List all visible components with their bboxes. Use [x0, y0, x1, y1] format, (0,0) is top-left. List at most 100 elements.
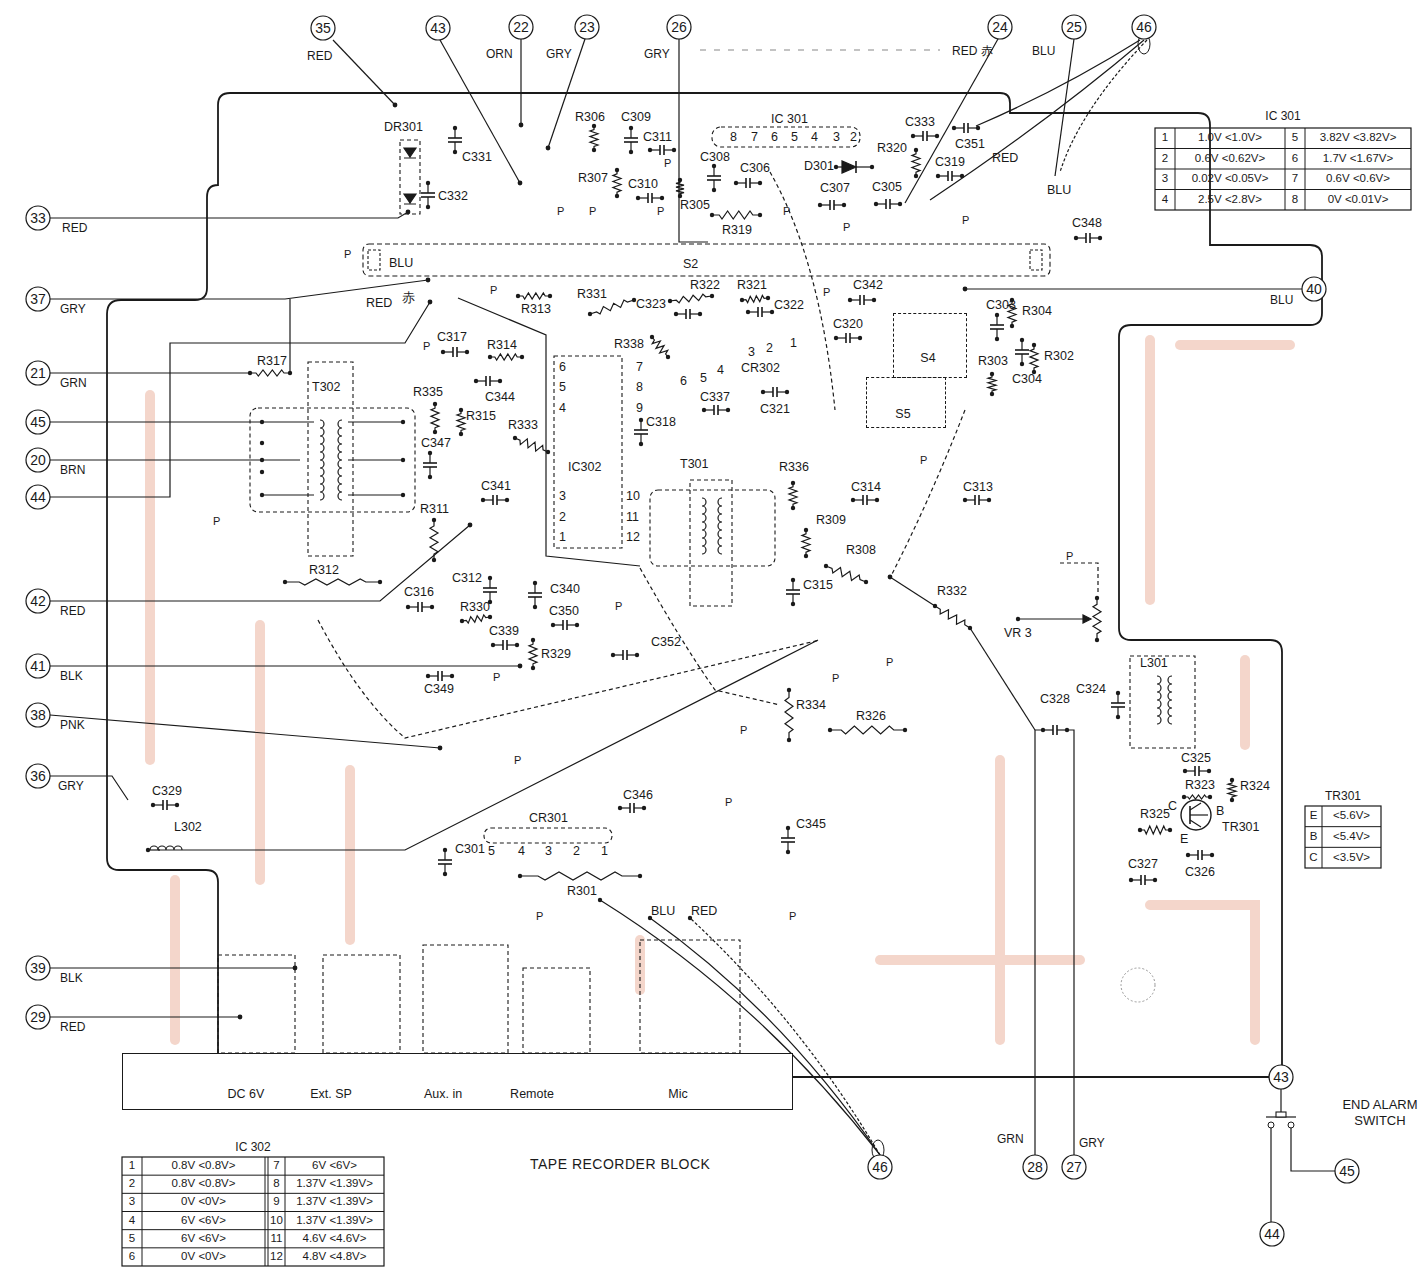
leader-line — [50, 665, 520, 666]
component-label: VR 3 — [1004, 627, 1032, 640]
solder-pad — [453, 126, 457, 130]
resistor-symbol — [430, 520, 438, 560]
table-rule — [1322, 806, 1323, 868]
solder-pad — [441, 350, 445, 354]
solder-pad — [903, 728, 907, 732]
resistor-symbol — [676, 180, 684, 196]
capacitor-symbol — [485, 376, 487, 386]
solder-pad — [987, 498, 991, 502]
resistor-symbol — [712, 211, 760, 219]
solder-pad — [818, 203, 822, 207]
component-label: IC 301 — [771, 113, 808, 126]
capacitor-symbol — [713, 405, 715, 415]
solder-pad — [474, 379, 478, 383]
solder-pad — [516, 294, 520, 298]
solder-pad — [629, 126, 633, 130]
capacitor-symbol — [689, 309, 691, 319]
table-cell: 0V <0V> — [181, 1251, 226, 1263]
component-label: T302 — [312, 381, 341, 394]
component-label: 6 — [559, 361, 566, 374]
component-label: C332 — [438, 190, 468, 203]
callout-circle — [26, 485, 50, 509]
solder-pad — [834, 165, 838, 169]
solder-pad — [260, 470, 264, 474]
wire-color-label: BLK — [60, 972, 83, 984]
wire-color-label: ORN — [486, 48, 513, 60]
component-label: C322 — [774, 299, 804, 312]
transformer-outline — [690, 480, 732, 606]
component-label: CR301 — [529, 812, 568, 825]
solder-pad — [432, 558, 436, 562]
solder-pad — [518, 181, 523, 186]
solder-pad — [858, 336, 862, 340]
component-label: R306 — [575, 111, 605, 124]
table-cell: 4 — [129, 1215, 135, 1227]
table-cell: 0.6V <0.6V> — [1326, 174, 1390, 186]
component-label: C321 — [760, 403, 790, 416]
solder-pad — [283, 580, 287, 584]
wire — [348, 421, 403, 422]
resistor-symbol — [935, 606, 970, 628]
solder-pad — [548, 294, 552, 298]
component-label: 3 — [545, 845, 552, 858]
solder-pad — [632, 298, 636, 302]
switch-contact — [1268, 1122, 1274, 1128]
component-label: C315 — [803, 579, 833, 592]
resistor-symbol — [515, 438, 548, 452]
component-label: R321 — [737, 279, 767, 292]
capacitor-symbol — [707, 179, 721, 181]
component-label: RED — [992, 152, 1018, 165]
switch-outline — [363, 244, 1050, 276]
wire-color-label: RED — [60, 605, 85, 617]
component-label: C326 — [1185, 866, 1215, 879]
solder-pad — [531, 638, 535, 642]
component-label: CR302 — [741, 362, 780, 375]
component-label: 11 — [626, 511, 639, 524]
leader-line — [1280, 1089, 1281, 1114]
resistor-symbol — [742, 295, 768, 302]
solder-pad — [588, 312, 592, 316]
capacitor-symbol — [1015, 353, 1029, 355]
solder-pad — [428, 300, 433, 305]
table-cell: 2.5V <2.8V> — [1198, 194, 1262, 206]
solder-pad — [666, 355, 670, 359]
solder-pad — [995, 337, 999, 341]
component-label: 1 — [601, 845, 608, 858]
component-label: R331 — [577, 288, 607, 301]
callout-circle — [26, 287, 50, 311]
solder-pad — [650, 335, 654, 339]
component-label: C319 — [935, 156, 965, 169]
capacitor-symbol — [417, 602, 419, 612]
table-cell: TR301 — [1325, 790, 1361, 802]
capacitor-symbol — [629, 803, 631, 813]
solder-pad — [629, 150, 633, 154]
capacitor-symbol — [633, 803, 635, 813]
component-label: R332 — [937, 585, 967, 598]
capacitor-symbol — [452, 347, 454, 357]
capacitor-symbol — [659, 145, 661, 155]
resistor-symbol — [529, 640, 537, 668]
wire-color-label: PNK — [60, 719, 85, 731]
resistor-symbol — [912, 150, 920, 176]
capacitor-symbol — [622, 650, 624, 660]
wire-color-label: RED — [952, 45, 977, 57]
solder-pad — [1210, 853, 1214, 857]
component-label: 6 — [680, 375, 687, 388]
solder-pad — [660, 196, 664, 200]
test-point-marker: P — [213, 516, 220, 527]
jack-outline — [523, 968, 590, 1053]
solder-pad — [674, 312, 678, 316]
wire-color-label: BLK — [60, 670, 83, 682]
solder-pad — [443, 872, 447, 876]
test-point-marker: P — [725, 797, 732, 808]
solder-pad — [432, 518, 436, 522]
capacitor-symbol — [978, 495, 980, 505]
component-label: C308 — [700, 151, 730, 164]
capacitor-symbol — [1015, 349, 1029, 351]
table-frame — [122, 1157, 384, 1266]
callout-circle — [26, 654, 50, 678]
component-label: C301 — [455, 843, 485, 856]
solder-pad — [791, 481, 795, 485]
copper-trace — [1240, 660, 1250, 745]
capacitor-symbol — [833, 200, 835, 210]
